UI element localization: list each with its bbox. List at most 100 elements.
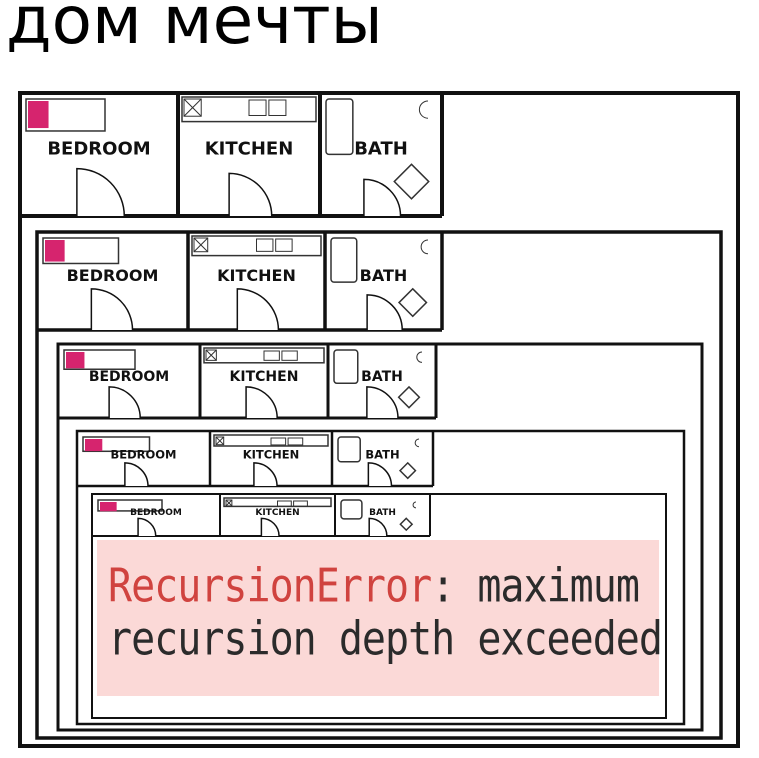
door-swing (366, 294, 403, 331)
stove-x (193, 237, 209, 253)
error-message-line2: recursion depth exceeded (108, 612, 663, 666)
room-kitchen: KITCHEN (213, 434, 329, 487)
bathtub (330, 237, 358, 283)
meme-title: дом мечты (6, 0, 383, 59)
toilet (416, 351, 423, 363)
door-swing (367, 462, 393, 487)
level-frame (75, 429, 686, 726)
level-frame (35, 230, 723, 740)
stove-x (205, 349, 217, 361)
door-swing (236, 288, 280, 331)
door-swing (245, 386, 278, 419)
door-swing (366, 386, 399, 419)
stove (205, 349, 217, 361)
bathtub (325, 98, 354, 156)
door-swing (137, 517, 157, 537)
room-label: BEDROOM (89, 369, 169, 385)
room-bath: BATH (340, 499, 417, 537)
recursion-error-text: RecursionError: maximum recursion depth … (108, 560, 663, 666)
sink (263, 350, 280, 361)
bed-pillow (45, 240, 65, 262)
room-label: KITCHEN (205, 139, 294, 160)
door-swing (368, 517, 388, 537)
room-bedroom: BEDROOM (82, 436, 177, 487)
error-message-box (97, 540, 659, 696)
floor-level-1: BEDROOM KITCHEN BATH (18, 91, 740, 748)
door-swing (363, 178, 402, 217)
stove (193, 237, 209, 253)
room-label: BEDROOM (67, 266, 159, 285)
sink (281, 350, 298, 361)
room-label: KITCHEN (255, 508, 299, 518)
level-frame (56, 342, 704, 732)
bed-pillow (66, 352, 85, 369)
shower-tray (397, 385, 421, 409)
floor-level-5: BEDROOM KITCHEN BATH (91, 493, 667, 719)
room-bath: BATH (330, 237, 429, 331)
stove-x (225, 499, 233, 507)
floor-level-3: BEDROOM KITCHEN BATH (56, 342, 704, 732)
sink (248, 99, 267, 116)
shower-tray (393, 163, 430, 200)
shower-tray (399, 517, 414, 532)
room-bath: BATH (333, 349, 423, 419)
room-label: BEDROOM (110, 448, 176, 462)
bed (97, 499, 163, 512)
bed-pillow (100, 502, 117, 512)
room-label: BEDROOM (130, 508, 182, 518)
stove (215, 436, 225, 446)
toilet (418, 100, 429, 119)
room-label: BATH (365, 448, 399, 462)
door-swing (260, 517, 280, 537)
room-label: BATH (360, 266, 408, 285)
room-bedroom: BEDROOM (63, 349, 169, 419)
sink (268, 99, 287, 116)
room-label: KITCHEN (230, 369, 299, 385)
stove-x (183, 98, 202, 117)
room-bedroom: BEDROOM (42, 237, 159, 331)
room-kitchen: KITCHEN (191, 235, 322, 331)
room-kitchen: KITCHEN (203, 347, 325, 419)
stove-x (215, 436, 225, 446)
error-separator: : (431, 560, 455, 613)
room-bath: BATH (325, 98, 430, 217)
toilet (420, 239, 429, 255)
bathtub (340, 499, 363, 520)
room-kitchen: KITCHEN (223, 497, 332, 537)
sink (270, 437, 287, 446)
door-swing (76, 167, 126, 217)
sink (277, 500, 292, 507)
sink (256, 238, 274, 252)
door-swing (253, 462, 278, 487)
room-bath: BATH (337, 436, 420, 487)
floor-level-2: BEDROOM KITCHEN BATH (35, 230, 723, 740)
level-frame (18, 91, 740, 748)
toilet (414, 438, 420, 448)
error-message-line1: maximum (454, 560, 640, 613)
bathtub (333, 349, 359, 385)
room-kitchen: KITCHEN (181, 96, 317, 217)
sink (275, 238, 293, 252)
room-label: BATH (369, 508, 396, 518)
error-type: RecursionError (108, 560, 432, 613)
bed-pillow (85, 439, 103, 452)
room-label: BATH (354, 139, 408, 160)
room-label: BEDROOM (47, 139, 150, 160)
bathtub (337, 436, 361, 463)
toilet (412, 501, 417, 509)
door-swing (124, 462, 149, 487)
room-label: KITCHEN (217, 266, 296, 285)
stove (225, 499, 233, 507)
door-swing (90, 288, 134, 331)
room-label: KITCHEN (243, 448, 300, 462)
door-swing (108, 386, 141, 419)
door-swing (228, 172, 273, 217)
shower-tray (397, 287, 428, 318)
level-frame (91, 493, 667, 719)
room-bedroom: BEDROOM (97, 499, 182, 537)
stove (183, 98, 202, 117)
sink (287, 437, 304, 446)
room-label: BATH (361, 369, 403, 385)
bed-pillow (28, 101, 49, 129)
